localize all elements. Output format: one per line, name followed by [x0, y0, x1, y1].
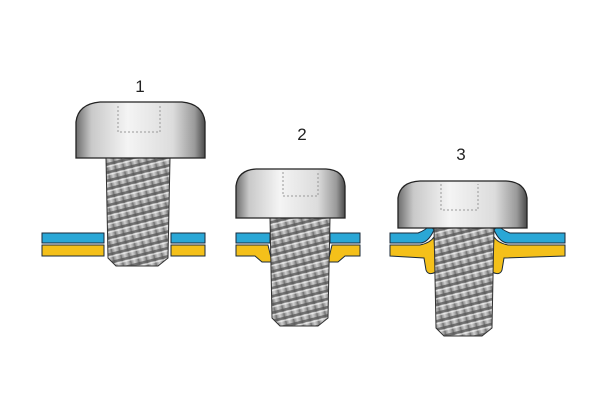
stage-3: 3: [389, 145, 566, 337]
screw-head: [397, 180, 528, 229]
stage-2: 2: [235, 125, 361, 327]
screw-shank: [105, 157, 171, 267]
stage-1: 1: [41, 77, 206, 267]
screw-head: [235, 168, 346, 219]
sheet-plates: [235, 232, 361, 263]
stage-label: 1: [135, 77, 144, 96]
sheet-plates: [389, 224, 566, 275]
stage-label: 2: [297, 125, 306, 144]
screw-head: [75, 101, 206, 159]
stage-label: 3: [456, 145, 465, 164]
sheet-plates: [41, 232, 206, 257]
screw-shank: [269, 217, 331, 327]
screw-shank: [433, 226, 495, 337]
